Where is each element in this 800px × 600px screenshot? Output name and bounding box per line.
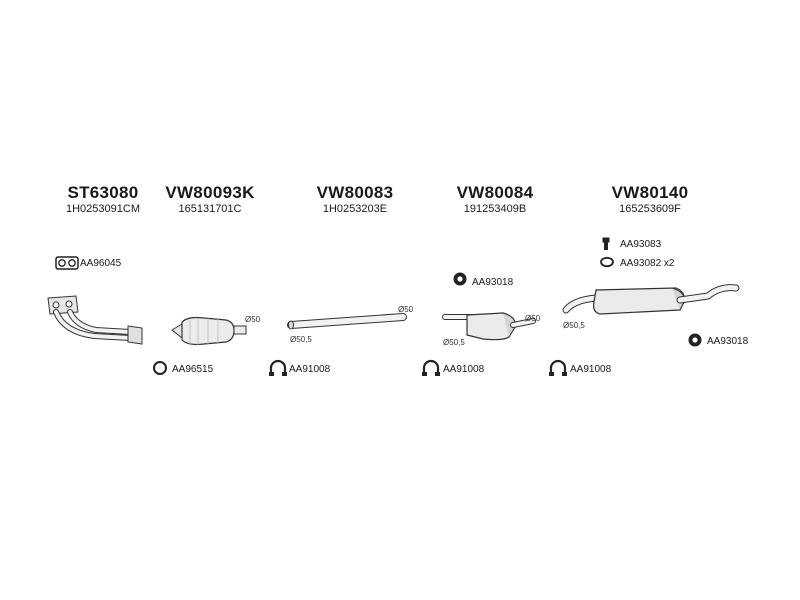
assembly-oem-2: 165131701C [178, 203, 242, 215]
ring-label: AA96515 [172, 364, 214, 375]
assembly-oem-5: 165253609F [619, 203, 681, 215]
rubber-mount-icon [453, 272, 467, 286]
assembly-code-5: VW80140 [611, 183, 689, 202]
assembly-oem-3: 1H0253203E [322, 203, 388, 215]
mid-outlet-dimension: Ø50 [525, 314, 541, 323]
pipe-inlet-dimension: Ø50,5 [290, 335, 312, 344]
hanger-ring-icon [600, 256, 614, 268]
assembly-code-1: ST63080 [67, 183, 139, 202]
bolt-icon [602, 237, 610, 250]
gasket-label: AA96045 [80, 258, 122, 269]
rubber-mount-label-2: AA93018 [707, 336, 749, 347]
assembly-oem-4: 191253409B [463, 203, 527, 215]
clamp-icon-3 [549, 359, 567, 376]
bolt-label: AA93083 [620, 239, 662, 250]
mid-inlet-dimension: Ø50,5 [443, 338, 465, 347]
assembly-code-2: VW80093K [165, 183, 255, 202]
front-pipe-icon [47, 295, 143, 345]
ring-icon [153, 361, 167, 375]
assembly-code-4: VW80084 [456, 183, 534, 202]
rubber-mount-label-1: AA93018 [472, 277, 514, 288]
catalytic-converter-icon [171, 316, 247, 346]
gasket-icon [55, 256, 79, 270]
clamp-label-1: AA91008 [289, 364, 331, 375]
assembly-code-3: VW80083 [316, 183, 394, 202]
clamp-icon-2 [422, 359, 440, 376]
hanger-ring-label: AA93082 x2 [620, 258, 675, 269]
clamp-icon-1 [269, 359, 287, 376]
rear-silencer-icon [562, 284, 740, 315]
assembly-oem-1: 1H0253091CM [66, 203, 140, 215]
cat-outlet-dimension: Ø50 [245, 315, 261, 324]
clamp-label-2: AA91008 [443, 364, 485, 375]
pipe-outlet-dimension: Ø50 [398, 305, 414, 314]
middle-silencer-icon [442, 312, 536, 341]
intermediate-pipe-icon [287, 313, 407, 330]
rubber-mount-icon-2 [688, 333, 702, 347]
clamp-label-3: AA91008 [570, 364, 612, 375]
rear-inlet-dimension: Ø50,5 [563, 321, 585, 330]
